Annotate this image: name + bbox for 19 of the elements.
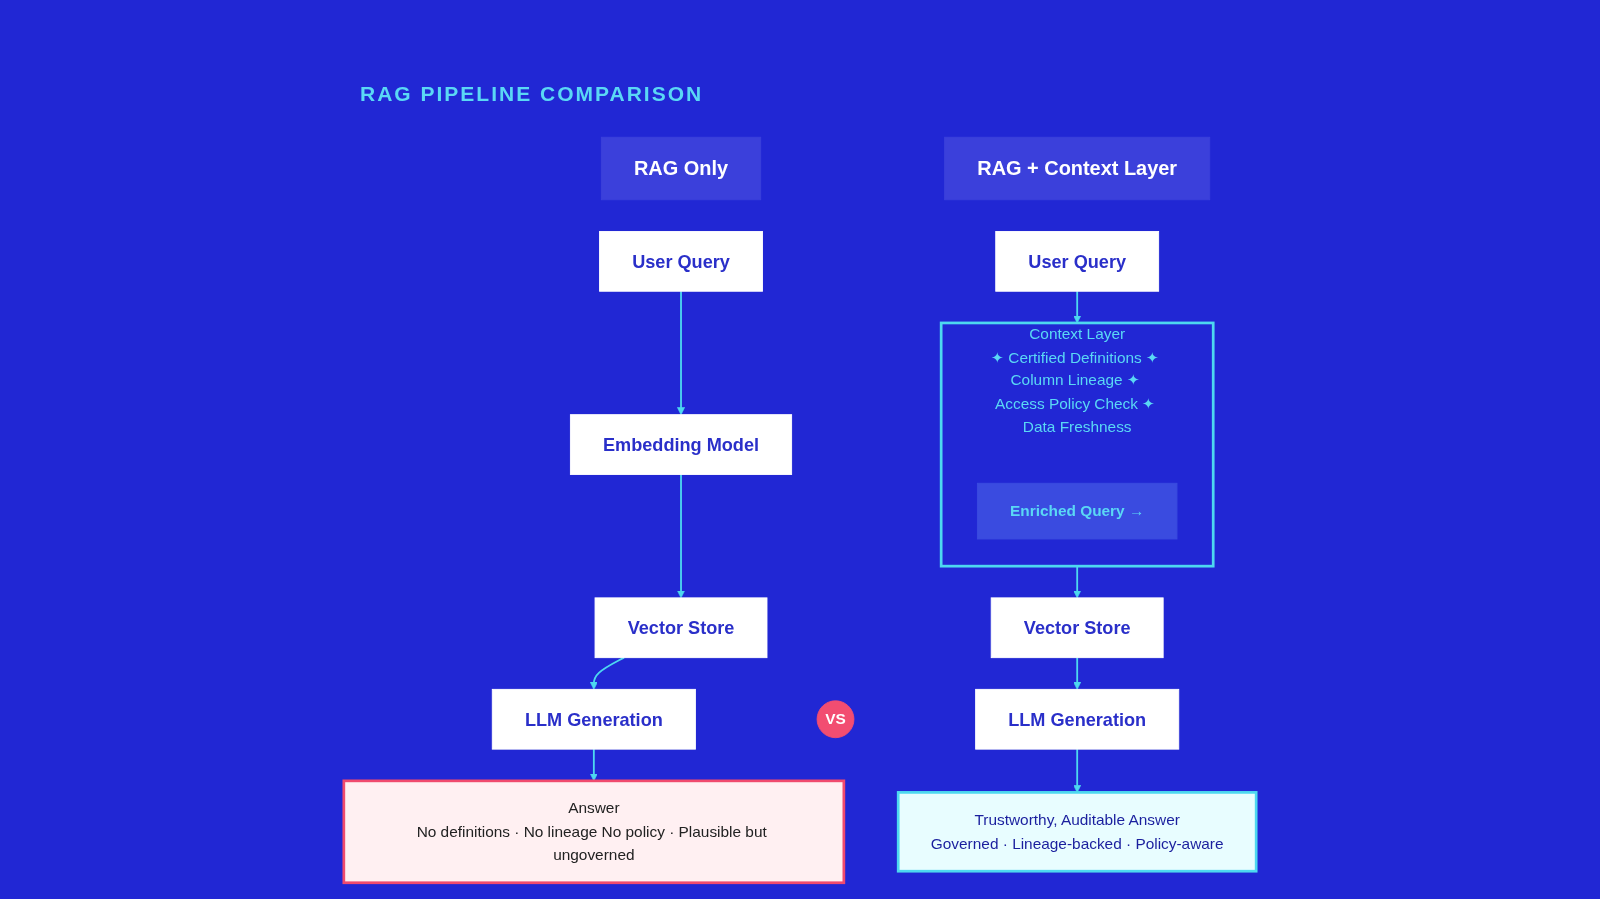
node-box: User Query <box>599 231 763 292</box>
node-box: LLM Generation <box>975 688 1180 750</box>
diagram-title: RAG PIPELINE COMPARISON <box>360 82 704 106</box>
node-box: Enriched Query → <box>976 482 1178 540</box>
node-box: RAG + Context Layer <box>944 136 1211 201</box>
node-box: Embedding Model <box>569 414 793 475</box>
node-box: Answer No definitions · No lineage No policy · Plausible but ungoverned <box>342 779 846 885</box>
node-box: User Query <box>995 231 1160 292</box>
node-box: Trustworthy, Auditable Answer Governed · Lineage-backed · Policy-aware <box>896 791 1258 873</box>
node-box: LLM Generation <box>491 688 696 750</box>
arrow <box>1073 656 1082 690</box>
arrow <box>677 290 685 415</box>
node-box: Vector Store <box>990 597 1164 659</box>
arrow <box>677 473 685 599</box>
node-circle: VS <box>816 700 855 739</box>
arrow <box>589 656 625 690</box>
arrow <box>1073 748 1082 793</box>
node-box: RAG Only <box>600 136 762 201</box>
node-box: Vector Store <box>594 597 768 659</box>
